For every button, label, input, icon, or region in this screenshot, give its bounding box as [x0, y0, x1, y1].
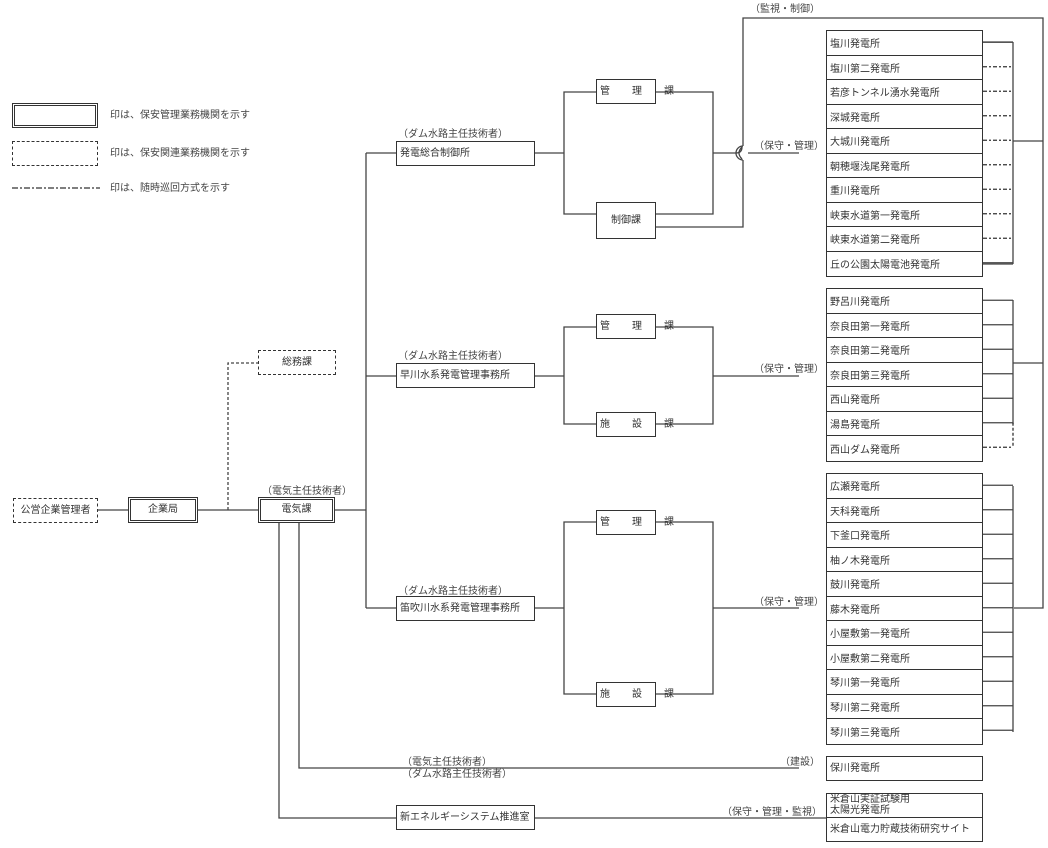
node-new-energy-office: 新エネルギーシステム推進室 — [396, 805, 535, 830]
line-general-affairs — [227, 362, 258, 510]
station-item: 奈良田第二発電所 — [827, 338, 982, 363]
komekurayama-solar-line1: 米倉山実証試験用 — [830, 794, 910, 805]
node-ff-facility-section: 施 設 課 — [596, 682, 674, 707]
label-monitor-control: （監視・制御） — [750, 4, 820, 15]
control-center-role: （ダム水路主任技術者） — [398, 129, 508, 140]
label-maintenance-monitor: （保守・管理・監視） — [722, 807, 822, 818]
node-ff-management-section: 管 理 課 — [596, 510, 674, 535]
node-fuefuki-office: 笛吹川水系発電管理事務所 — [396, 596, 535, 621]
node-electric-section: 電気課 — [258, 497, 335, 523]
station-item: 藤木発電所 — [827, 597, 982, 621]
hayakawa-role: （ダム水路主任技術者） — [398, 351, 508, 362]
node-komekurayama-solar: 米倉山実証試験用 太陽光発電所 — [826, 793, 983, 818]
station-item: 西山ダム発電所 — [830, 444, 900, 456]
station-list-hayakawa: 野呂川発電所奈良田第一発電所奈良田第二発電所奈良田第三発電所西山発電所湯島発電所… — [826, 288, 983, 462]
station-item: 柚ノ木発電所 — [827, 548, 982, 572]
electric-section-role: （電気主任技術者） — [262, 486, 352, 497]
station-item: 奈良田第三発電所 — [827, 363, 982, 387]
station-item: 朝穂堰浅尾発電所 — [827, 154, 982, 178]
node-komekurayama-storage: 米倉山電力貯蔵技術研究サイト — [826, 817, 983, 842]
legend-management-text: 印は、保安管理業務機関を示す — [110, 110, 250, 121]
station-item: 小屋敷第一発電所 — [827, 621, 982, 646]
station-item: 峡東水道第二発電所 — [827, 227, 982, 252]
node-general-affairs: 総務課 — [258, 350, 336, 375]
legend-patrol-line — [12, 187, 100, 189]
station-item: 深城発電所 — [827, 105, 982, 129]
station-item: 丘の公園太陽電池発電所 — [830, 260, 940, 272]
node-control-center: 発電総合制御所 — [396, 141, 535, 166]
node-hy-management-section: 管 理 課 — [596, 314, 674, 339]
station-item: 湯島発電所 — [827, 412, 982, 436]
hokawa-role-2: （ダム水路主任技術者） — [402, 769, 512, 780]
node-enterprise-bureau: 企業局 — [128, 497, 198, 523]
legend-patrol-text: 印は、随時巡回方式を示す — [110, 183, 230, 194]
station-item: 塩川第二発電所 — [827, 56, 982, 80]
node-hokawa-station: 保川発電所 — [826, 756, 983, 781]
station-item: 広瀬発電所 — [827, 474, 982, 499]
station-list-fuefuki: 広瀬発電所天科発電所下釜口発電所柚ノ木発電所鼓川発電所藤木発電所小屋敷第一発電所… — [826, 473, 983, 745]
label-ff-maintenance: （保守・管理） — [754, 597, 824, 608]
fuefuki-role: （ダム水路主任技術者） — [398, 586, 508, 597]
node-hayakawa-office: 早川水系発電管理事務所 — [396, 363, 535, 388]
station-item: 下釜口発電所 — [827, 523, 982, 548]
hokawa-role-1: （電気主任技術者） — [402, 757, 492, 768]
komekurayama-solar-line2: 太陽光発電所 — [830, 804, 890, 816]
station-item: 鼓川発電所 — [827, 572, 982, 597]
station-item: 小屋敷第二発電所 — [827, 646, 982, 670]
station-item: 天科発電所 — [827, 499, 982, 523]
label-cc-maintenance: （保守・管理） — [754, 141, 824, 152]
station-list-control-center: 塩川発電所塩川第二発電所若彦トンネル湧水発電所深城発電所大城川発電所朝穂堰浅尾発… — [826, 30, 983, 277]
legend-related-box — [12, 141, 98, 166]
label-hy-maintenance: （保守・管理） — [754, 364, 824, 375]
node-cc-control-section: 制御課 — [596, 202, 656, 239]
station-item: 重川発電所 — [827, 178, 982, 203]
station-item: 塩川発電所 — [827, 31, 982, 56]
station-item: 西山発電所 — [827, 387, 982, 412]
station-item: 野呂川発電所 — [827, 289, 982, 314]
node-cc-management-section: 管 理 課 — [596, 79, 674, 104]
station-item: 峡東水道第一発電所 — [827, 203, 982, 227]
legend-management-box — [12, 103, 98, 128]
station-item: 琴川第三発電所 — [830, 727, 900, 739]
node-hy-facility-section: 施 設 課 — [596, 412, 674, 437]
legend-related-text: 印は、保安関連業務機関を示す — [110, 148, 250, 159]
station-item: 琴川第一発電所 — [827, 670, 982, 695]
label-construction: （建設） — [780, 757, 820, 768]
node-public-enterprise-manager: 公営企業管理者 — [13, 498, 98, 523]
station-item: 琴川第二発電所 — [827, 695, 982, 719]
station-item: 大城川発電所 — [827, 129, 982, 154]
station-item: 奈良田第一発電所 — [827, 314, 982, 338]
station-item: 若彦トンネル湧水発電所 — [827, 80, 982, 105]
